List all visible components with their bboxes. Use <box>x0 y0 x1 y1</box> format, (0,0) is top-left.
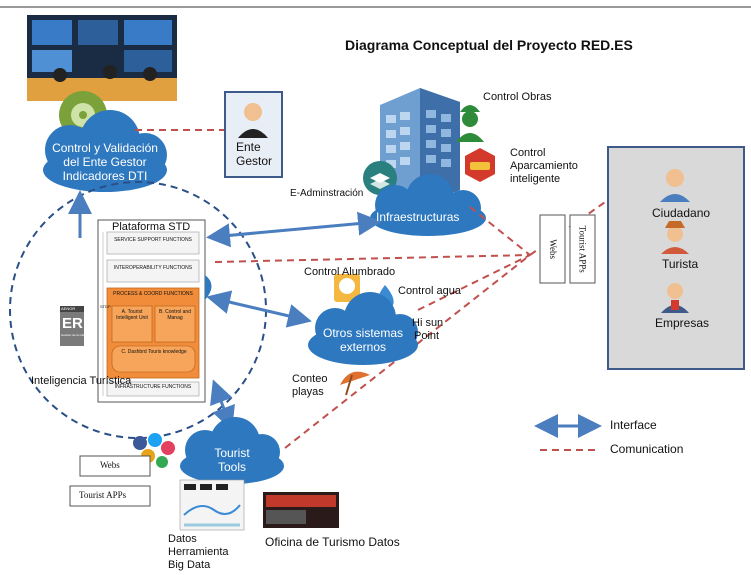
control-line3: Indicadores DTI <box>62 168 148 183</box>
turista-label: Turista <box>662 257 699 271</box>
arrow-platform-otros <box>206 290 312 328</box>
aenor-brand: AENOR <box>61 306 76 311</box>
infra-cloud-label: Infraestructuras <box>376 210 460 224</box>
legend-interface-label: Interface <box>610 418 657 432</box>
tourist-tools-cloud <box>180 417 284 484</box>
inteligencia-label: Inteligencia Turística <box>31 375 132 387</box>
platform-unit-b: B. Control and Manag <box>159 309 191 321</box>
arrow-platform-infra <box>206 211 382 248</box>
control-aparc-line1: Control <box>510 147 546 159</box>
aenor-mark: ER <box>62 315 83 332</box>
infra-cloud <box>370 174 486 236</box>
otros-cloud-label: Otros sistemas externos <box>313 326 413 355</box>
hi-sun-line1: Hi sun <box>412 317 444 329</box>
otros-cloud <box>308 292 418 365</box>
otros-line2: externos <box>339 339 387 354</box>
control-agua-label: Control agua <box>398 285 461 297</box>
platform-process: PROCESS & COORD FUNCTIONS <box>113 291 193 297</box>
bottom-apps-box <box>69 485 151 507</box>
small-cloud-peek <box>205 275 212 300</box>
bottom-webs-box <box>79 455 151 477</box>
webs-vertical-label: Webs <box>547 239 558 259</box>
oficina-label: Oficina de Turismo Datos <box>265 535 400 549</box>
citizen-icon <box>660 169 690 202</box>
control-line2: del Ente Gestor <box>63 154 147 169</box>
control-cloud-label: Control y Validación del Ente Gestor Ind… <box>40 141 170 183</box>
tourist-tools-label: Tourist Tools <box>200 446 264 475</box>
bottom-apps-label: Tourist APPs <box>79 490 127 500</box>
control-aparc-line2: Aparcamiento <box>510 160 578 172</box>
person-icon <box>238 103 268 138</box>
diagram-title: Diagrama Conceptual del Proyecto RED.ES <box>345 37 633 53</box>
webs-vertical-wrap: Webs <box>540 215 565 283</box>
hi-sun-line2: Point <box>414 330 440 342</box>
ciudadano-label: Ciudadano <box>652 206 711 220</box>
aenor-sub: Gestión de la Calidad <box>61 333 90 337</box>
conteo-line1: Conteo <box>292 373 328 385</box>
platform-std-box <box>97 219 206 403</box>
platform-title: Plataforma STD <box>112 221 191 233</box>
platform-infra-func: INFRASTRUCTURE FUNCTIONS <box>114 384 192 390</box>
empresas-label: Empresas <box>655 316 710 330</box>
platform-service: SERVICE SUPPORT FUNCTIONS <box>114 237 192 243</box>
business-icon <box>661 283 689 313</box>
ente-line2: Gestor <box>236 153 273 168</box>
apps-vertical-label: Tourist APPs <box>577 225 588 273</box>
bottom-webs-label: Webs <box>100 460 120 470</box>
control-obras-label: Control Obras <box>483 91 552 103</box>
bulb-icon <box>334 274 360 302</box>
legend-comunication-label: Comunication <box>610 442 684 456</box>
control-aparc-line3: inteligente <box>510 173 561 185</box>
apps-vertical-wrap: Tourist APPs <box>570 215 595 283</box>
platform-side-label: STDP <box>100 304 111 309</box>
control-line1: Control y Validación <box>52 141 158 155</box>
e-admin-label: E-Adminstración <box>290 188 364 199</box>
webs-box <box>539 214 566 284</box>
control-cloud <box>43 110 167 192</box>
datos-line1: Datos <box>168 533 197 545</box>
platform-interop: INTEROPERABILITY FUNCTIONS <box>113 265 193 271</box>
platform-unit-c: C. Dashbrd Touris knowledge <box>121 349 187 355</box>
otros-line1: Otros sistemas <box>322 326 403 340</box>
aenor-logo <box>60 306 84 346</box>
ente-line1: Ente <box>236 140 261 154</box>
control-alumbrado-label: Control Alumbrado <box>304 266 396 278</box>
tourist-apps-box <box>569 214 596 284</box>
tools-line2: Tools <box>217 459 246 474</box>
worker-icon <box>456 105 484 142</box>
datos-line3: Big Data <box>168 559 211 571</box>
car-icon <box>465 148 495 182</box>
big-data-image <box>179 479 245 531</box>
conteo-line2: playas <box>292 386 324 398</box>
datos-line2: Herramienta <box>168 546 229 558</box>
oficina-image <box>263 492 339 528</box>
tourist-icon <box>661 221 689 254</box>
umbrella-icon <box>340 371 370 396</box>
platform-unit-a: A. Tourist Intelligent Unit <box>116 309 148 321</box>
control-room-image <box>27 15 177 101</box>
tools-line1: Tourist <box>214 446 250 460</box>
ente-gestor-label: Ente Gestor <box>236 140 273 169</box>
